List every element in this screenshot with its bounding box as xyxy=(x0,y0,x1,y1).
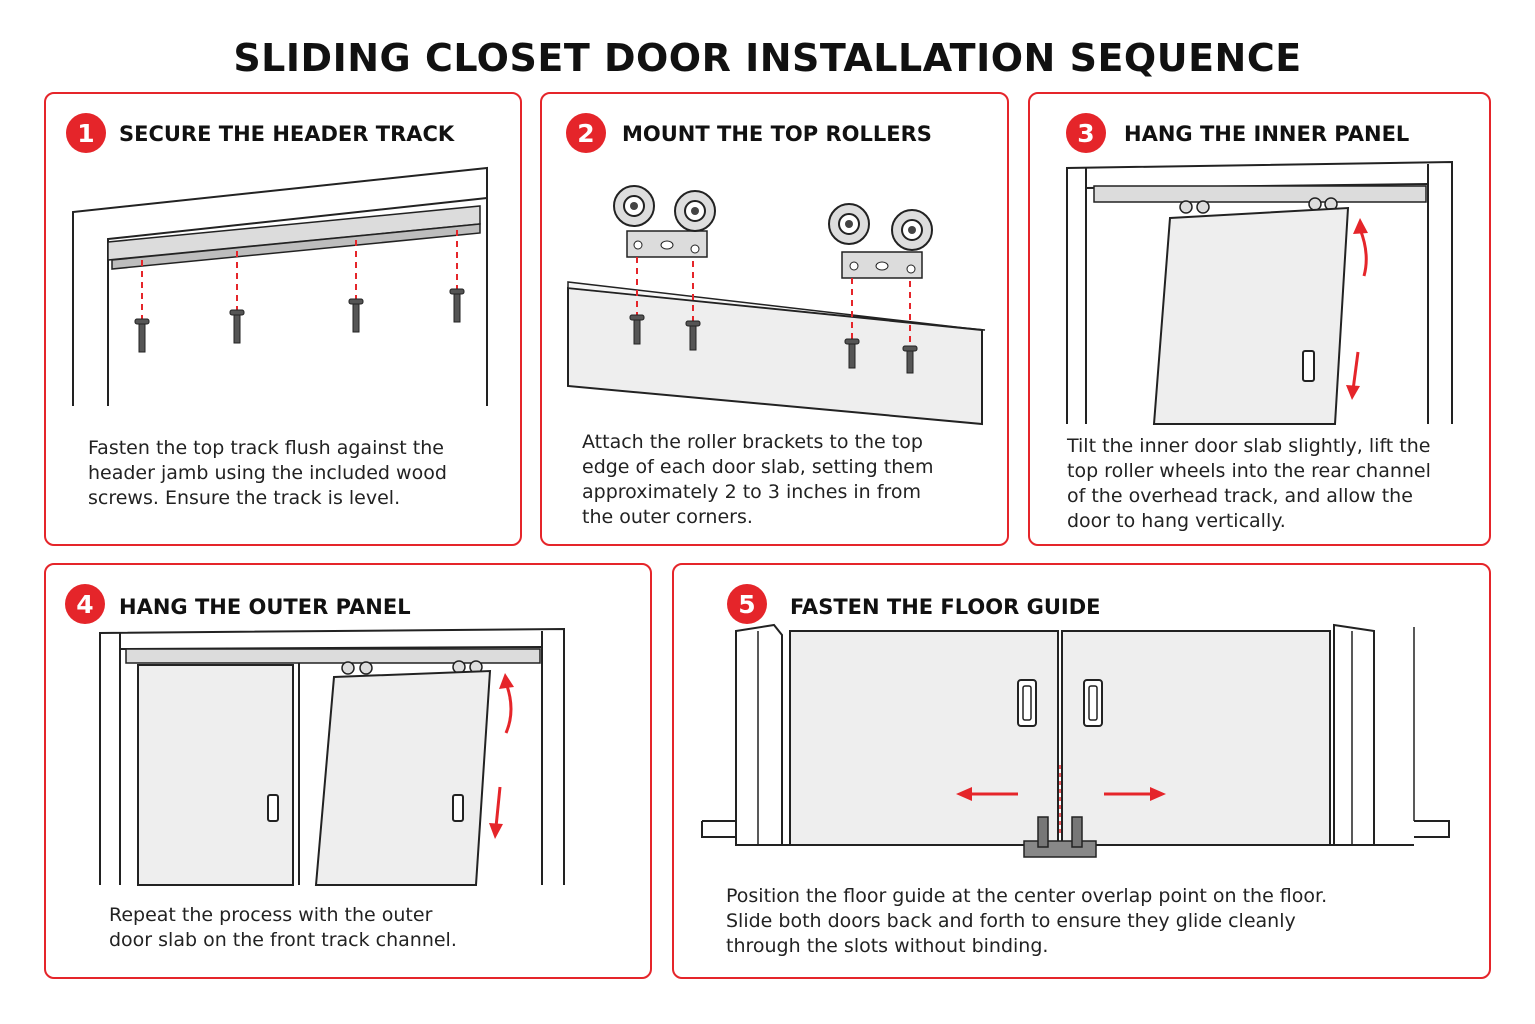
desc-line: screws. Ensure the track is level. xyxy=(88,487,401,509)
step-1-heading: SECURE THE HEADER TRACK xyxy=(119,122,455,146)
desc-line: door slab on the front track channel. xyxy=(109,929,457,951)
step-2-description: Attach the roller brackets to the top ed… xyxy=(582,430,933,530)
door-handle-icon xyxy=(267,794,279,822)
desc-line: Repeat the process with the outer xyxy=(109,904,433,926)
page-title: SLIDING CLOSET DOOR INSTALLATION SEQUENC… xyxy=(233,36,1302,80)
header-track-illustration xyxy=(72,166,488,406)
step-5-number-badge: 5 xyxy=(727,584,767,624)
arrow-left-icon xyxy=(956,787,972,801)
desc-line: Fasten the top track flush against the xyxy=(88,437,444,459)
door-handle-icon xyxy=(1017,679,1037,727)
floor-guide-illustration xyxy=(701,623,1450,858)
screw-icon xyxy=(629,314,918,374)
door-handle-icon xyxy=(452,794,464,822)
desc-line: Attach the roller brackets to the top xyxy=(582,431,923,453)
step-1-number-badge: 1 xyxy=(66,113,106,153)
step-4-number-badge: 4 xyxy=(65,584,105,624)
outer-panel-illustration xyxy=(99,627,565,886)
desc-line: Slide both doors back and forth to ensur… xyxy=(726,910,1296,932)
step-3-panel: 3 HANG THE INNER PANEL Tilt the inner do… xyxy=(1028,92,1491,546)
arrow-up-icon xyxy=(1353,218,1368,234)
roller-bracket-icon xyxy=(828,203,933,279)
roller-icon xyxy=(341,660,483,675)
desc-line: of the overhead track, and allow the xyxy=(1067,485,1413,507)
step-3-heading: HANG THE INNER PANEL xyxy=(1124,122,1410,146)
step-3-number-badge: 3 xyxy=(1066,113,1106,153)
desc-line: approximately 2 to 3 inches in from xyxy=(582,481,921,503)
step-2-number-badge: 2 xyxy=(566,113,606,153)
top-rollers-illustration xyxy=(567,185,986,426)
arrow-down-icon xyxy=(1346,385,1360,400)
arrow-down-icon xyxy=(489,823,503,839)
step-2-panel: 2 MOUNT THE TOP ROLLERS xyxy=(540,92,1009,546)
desc-line: through the slots without binding. xyxy=(726,935,1049,957)
desc-line: Tilt the inner door slab slightly, lift … xyxy=(1067,435,1431,457)
step-1-panel: 1 SECURE THE HEADER TRACK Fasten the top… xyxy=(44,92,522,546)
step-4-description: Repeat the process with the outer door s… xyxy=(109,903,457,953)
step-4-heading: HANG THE OUTER PANEL xyxy=(119,595,411,619)
roller-bracket-icon xyxy=(613,185,716,258)
door-handle-icon xyxy=(1302,350,1315,382)
door-handle-icon xyxy=(1083,679,1103,727)
screw-icon xyxy=(134,288,465,353)
step-5-heading: FASTEN THE FLOOR GUIDE xyxy=(790,595,1101,619)
desc-line: the outer corners. xyxy=(582,506,753,528)
step-5-panel: 5 FASTEN THE FLOOR GUIDE xyxy=(672,563,1491,979)
step-3-description: Tilt the inner door slab slightly, lift … xyxy=(1067,434,1431,534)
desc-line: edge of each door slab, setting them xyxy=(582,456,934,478)
step-2-heading: MOUNT THE TOP ROLLERS xyxy=(622,122,932,146)
inner-panel-illustration xyxy=(1066,160,1453,425)
arrow-up-icon xyxy=(499,673,514,689)
desc-line: door to hang vertically. xyxy=(1067,510,1286,532)
step-1-description: Fasten the top track flush against the h… xyxy=(88,436,447,511)
desc-line: top roller wheels into the rear channel xyxy=(1067,460,1431,482)
floor-guide-icon xyxy=(1023,816,1097,858)
step-5-description: Position the floor guide at the center o… xyxy=(726,884,1327,959)
arrow-right-icon xyxy=(1150,787,1166,801)
step-4-panel: 4 HANG THE OUTER PANEL Repeat the proces… xyxy=(44,563,652,979)
desc-line: Position the floor guide at the center o… xyxy=(726,885,1328,907)
desc-line: header jamb using the included wood xyxy=(88,462,447,484)
